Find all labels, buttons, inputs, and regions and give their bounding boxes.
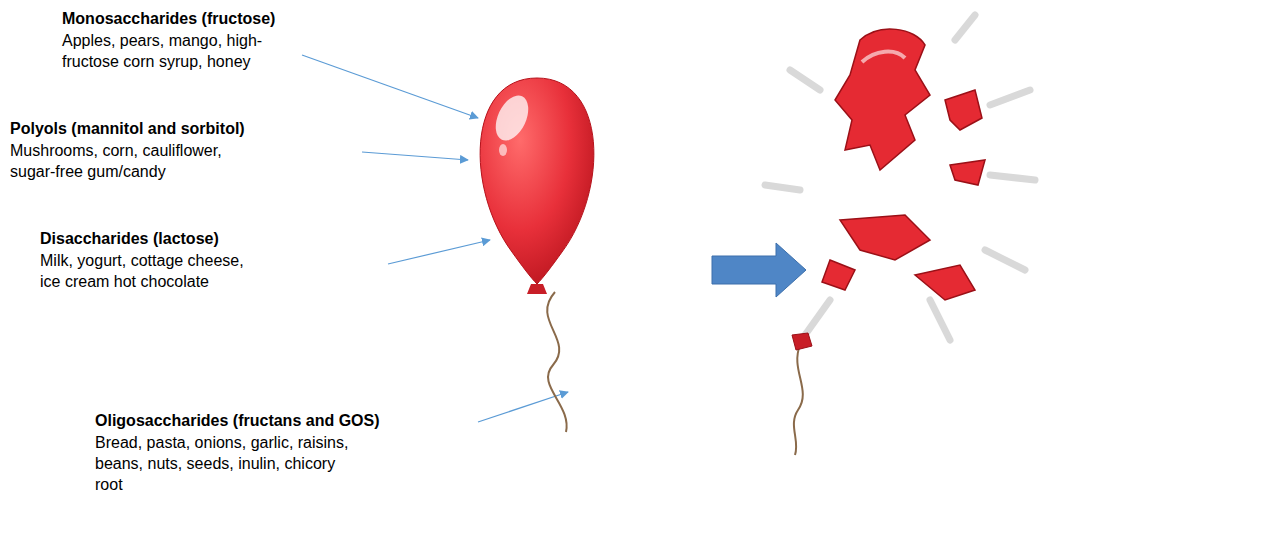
balloon-knot [792,333,812,350]
block-arrow [712,243,806,297]
food-list: Milk, yogurt, cottage cheese, ice cream … [40,250,255,292]
burst-streak [955,15,975,40]
burst-streak [790,70,820,90]
balloon [480,78,594,432]
food-list: Apples, pears, mango, high-fructose corn… [62,30,277,72]
balloon-highlight [489,90,535,145]
burst-highlight [862,52,905,62]
balloon-knot [527,284,547,294]
category-heading: Polyols (mannitol and sorbitol) [10,118,245,139]
balloon-body [480,78,594,284]
food-list: Bread, pasta, onions, garlic, raisins, b… [95,432,357,495]
burst-shard [950,160,985,185]
burst-streaks [765,15,1035,340]
burst-streak [765,185,800,190]
burst-streak [930,300,950,340]
burst-streak [990,90,1030,105]
burst-streak [985,250,1025,270]
leader-arrow [302,55,478,118]
balloon-string [547,292,566,432]
burst-shard [840,215,930,260]
burst-shards [822,29,985,300]
burst-shard [822,260,855,290]
balloon-highlight [499,144,507,156]
burst-balloon [765,15,1035,455]
food-list: Mushrooms, corn, cauliflower, sugar-free… [10,140,250,182]
leader-arrow [362,152,468,160]
category-heading: Oligosaccharides (fructans and GOS) [95,410,380,431]
burst-streak [805,300,830,335]
leader-arrow [388,240,490,264]
burst-streak [990,175,1035,180]
category-heading: Monosaccharides (fructose) [62,8,275,29]
burst-shard [915,265,975,300]
balloon-string [794,345,803,455]
burst-shard [945,90,982,130]
burst-shard [835,29,930,170]
category-heading: Disaccharides (lactose) [40,228,219,249]
